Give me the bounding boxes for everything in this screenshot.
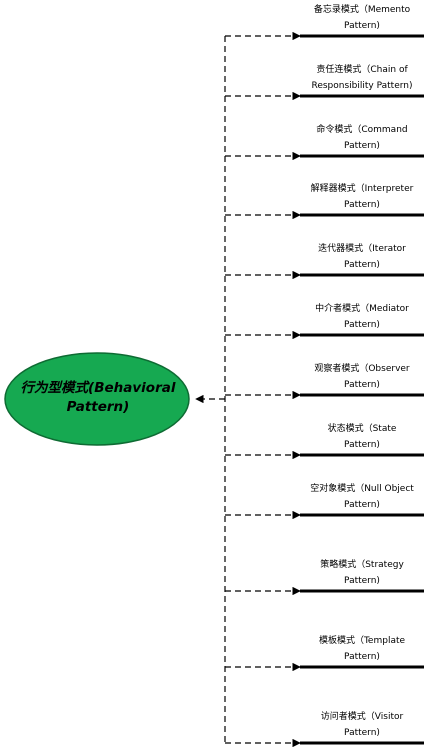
- pattern-name-cont: Pattern): [344, 576, 380, 586]
- pattern-name: 访问者模式（Visitor: [320, 712, 404, 722]
- pattern-name: 策略模式（Strategy: [320, 560, 404, 570]
- pattern-name: 解释器模式（Interpreter: [310, 184, 414, 194]
- pattern-name-cont: Pattern): [344, 500, 380, 510]
- pattern-name-cont: Pattern): [344, 728, 380, 738]
- pattern-name-cont: Pattern): [344, 320, 380, 330]
- pattern-name: 备忘录模式（Memento: [313, 5, 411, 15]
- pattern-name-cont: Pattern): [344, 440, 380, 450]
- pattern-name: 状态模式（State: [327, 424, 397, 434]
- pattern-name: 迭代器模式（Iterator: [318, 244, 406, 254]
- pattern-name: 观察者模式（Observer: [314, 364, 410, 374]
- pattern-name: 空对象模式（Null Object: [310, 484, 414, 494]
- pattern-item: 责任连模式（Chain of Responsibility Pattern): [300, 62, 424, 94]
- root-node-ellipse: [4, 352, 190, 446]
- pattern-name: 责任连模式（Chain of: [316, 65, 408, 75]
- pattern-name-cont: Pattern): [344, 380, 380, 390]
- pattern-name-cont: Pattern): [344, 652, 380, 662]
- pattern-name-cont: Pattern): [344, 21, 380, 31]
- pattern-name: 命令模式（Command: [316, 125, 408, 135]
- pattern-name-cont: Responsibility Pattern): [311, 81, 413, 91]
- pattern-name: 模板模式（Template: [318, 636, 406, 646]
- pattern-name-cont: Pattern): [344, 200, 380, 210]
- pattern-name-cont: Pattern): [344, 260, 380, 270]
- pattern-name-cont: Pattern): [344, 141, 380, 151]
- pattern-name: 中介者模式（Mediator: [315, 304, 409, 314]
